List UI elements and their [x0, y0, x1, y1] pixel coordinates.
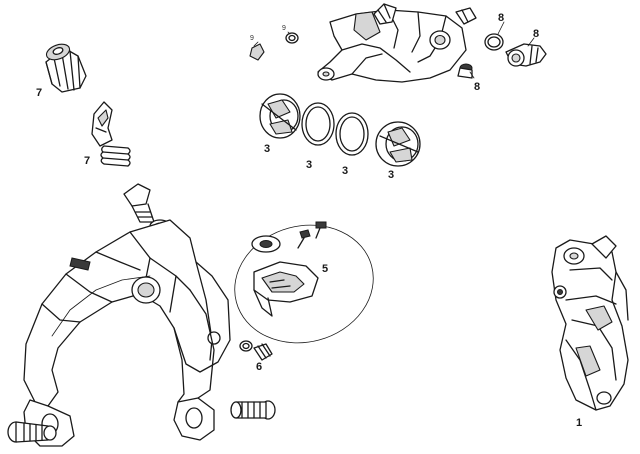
- callout-3-piston-left: 3: [264, 143, 270, 155]
- part-8-fittings: [457, 33, 547, 79]
- callout-3-piston-right: 3: [388, 169, 394, 181]
- part-5-detail-group: [234, 221, 374, 344]
- callout-6-screw: 6: [256, 361, 262, 373]
- callout-5-cam: 5: [322, 263, 328, 275]
- callout-1-caliper: 1: [576, 417, 582, 429]
- callout-7-lever: 7: [84, 155, 90, 167]
- part-7-lever-spring: [91, 101, 131, 167]
- callout-8-oring: 8: [498, 12, 504, 24]
- callout-7-cap: 7: [36, 87, 42, 99]
- part-6-screw-washer: [239, 340, 273, 361]
- caliper-top-assembly: [317, 3, 477, 83]
- pad-bolt-right: [230, 400, 276, 420]
- callout-8-bolt: 8: [474, 81, 480, 93]
- callout-9-washer: 9: [282, 25, 286, 32]
- callout-3-seal-1: 3: [306, 159, 312, 171]
- callout-3-seal-2: 3: [342, 165, 348, 177]
- callout-8-fitting: 8: [533, 28, 539, 40]
- brake-arm-main: [23, 183, 231, 447]
- part-9-washer-set: [249, 32, 299, 61]
- callout-9-cone: 9: [250, 35, 254, 42]
- callout-labels: 9 9 8 8 8 7 7 3 3 3 3 5 6 1: [36, 12, 582, 429]
- part-1-hydraulic-caliper: [551, 235, 629, 411]
- part-3-pistons-seals: [259, 93, 421, 167]
- pad-bolt-left: [7, 421, 57, 443]
- part-7-adjuster-cap: [45, 43, 87, 93]
- leader-lines: [253, 21, 535, 79]
